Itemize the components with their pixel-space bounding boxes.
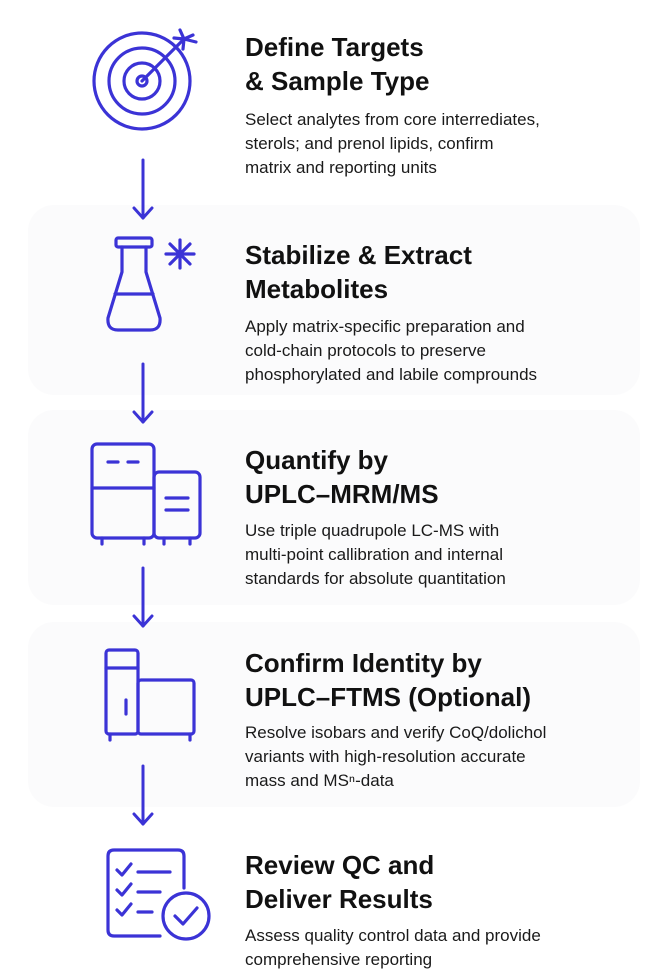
arrow-2-down-icon xyxy=(131,362,155,426)
arrow-4-down-icon xyxy=(131,764,155,828)
arrow-1-down-icon xyxy=(131,158,155,222)
checklist-icon xyxy=(104,848,214,942)
step-1-description: Select analytes from core interrediates,… xyxy=(245,110,540,177)
step-1-title: Define Targets& Sample Type xyxy=(245,32,430,96)
arrow-3-down-icon xyxy=(131,566,155,630)
target-icon xyxy=(92,28,202,132)
mass-spectrometer-icon xyxy=(90,442,204,546)
ftms-instrument-icon xyxy=(104,648,200,742)
flask-icon xyxy=(104,236,200,334)
step-4-background xyxy=(28,622,640,807)
